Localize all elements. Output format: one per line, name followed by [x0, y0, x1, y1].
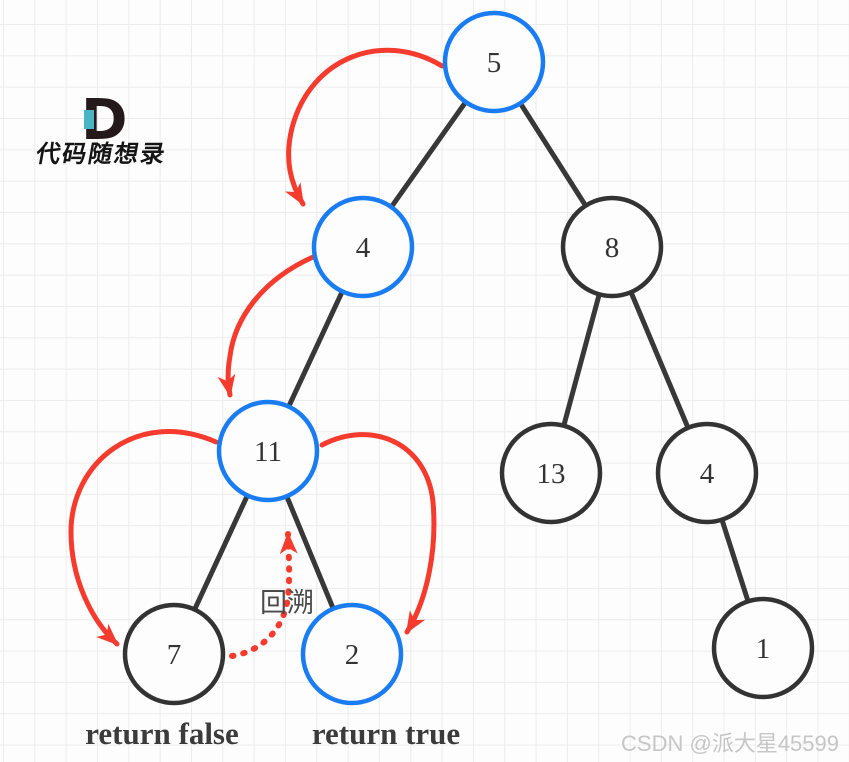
node-circle — [216, 399, 320, 503]
tree-node-1: 1 — [711, 596, 815, 700]
arrow-11-to-2-icon — [319, 432, 437, 635]
return-false-label: return false — [85, 716, 239, 751]
logo-brand-text: 代码随想录 — [33, 139, 169, 168]
tree-node-4-left: 4 — [311, 195, 415, 299]
node-value: 1 — [756, 633, 771, 665]
node-value: 11 — [254, 436, 282, 468]
tree-node-8: 8 — [560, 195, 664, 299]
node-value: 7 — [167, 639, 182, 671]
traversal-arrows — [68, 47, 445, 659]
tree-node-4-right: 4 — [655, 421, 759, 525]
node-value: 13 — [537, 458, 566, 490]
node-value: 2 — [345, 639, 360, 671]
tree-edges — [171, 59, 766, 657]
node-circle — [655, 421, 759, 525]
tree-node-13: 13 — [499, 421, 603, 525]
arrow-5-to-4-icon — [284, 47, 445, 207]
watermark: CSDN @派大星45599 — [621, 731, 839, 756]
node-value: 4 — [356, 232, 371, 264]
backtrack-arrow-7-to-11-icon — [229, 531, 298, 659]
node-circle — [300, 602, 404, 706]
return-true-label: return true — [312, 716, 460, 751]
node-circle — [311, 195, 415, 299]
node-value: 8 — [605, 232, 620, 264]
node-circle — [442, 10, 546, 114]
tree-node-11: 11 — [216, 399, 320, 503]
node-value: 5 — [487, 47, 502, 79]
node-circle — [122, 602, 226, 706]
arrow-4-to-11-icon — [217, 254, 316, 398]
node-value: 4 — [700, 458, 715, 490]
tree-node-5: 5 — [442, 10, 546, 114]
logo: D 代码随想录 — [33, 88, 169, 168]
tree-nodes: 5 4 8 11 13 4 — [122, 10, 815, 706]
arrow-11-to-7-icon — [68, 429, 219, 647]
tree-node-2: 2 — [300, 602, 404, 706]
node-circle — [499, 421, 603, 525]
node-circle — [560, 195, 664, 299]
logo-teal-accent-icon — [84, 110, 94, 129]
tree-node-7: 7 — [122, 602, 226, 706]
node-circle — [711, 596, 815, 700]
backtrack-label: 回溯 — [260, 588, 314, 618]
